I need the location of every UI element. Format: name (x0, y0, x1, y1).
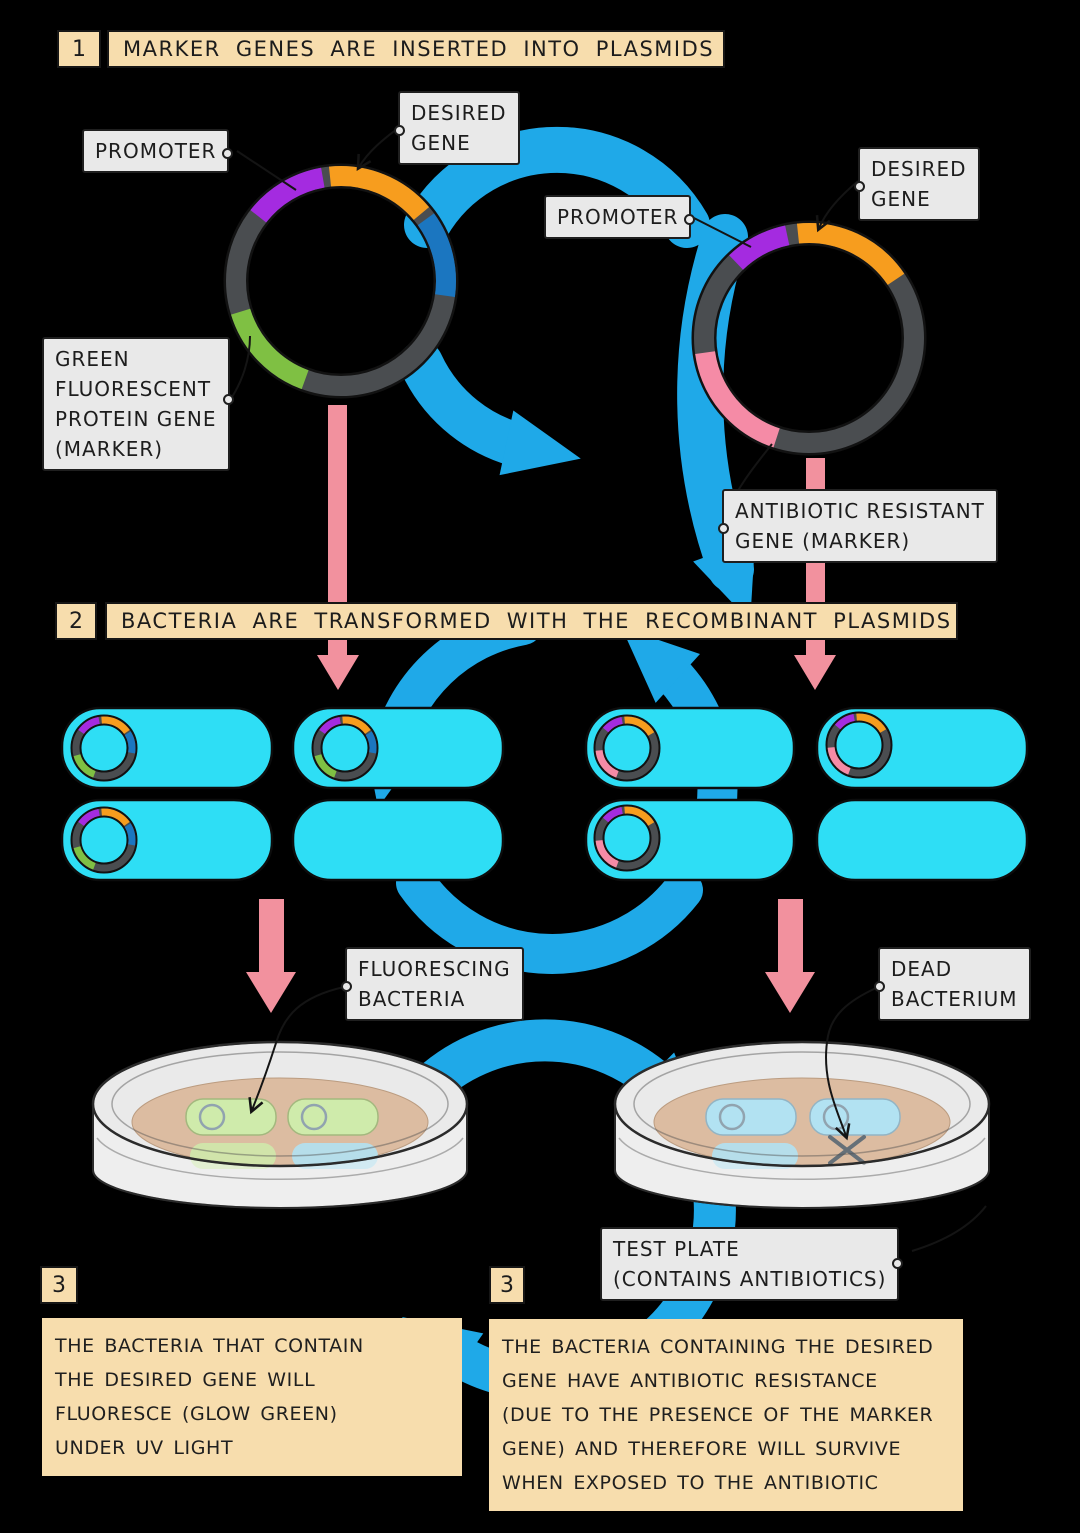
tag-promoter-right: PROMOTER (544, 195, 696, 239)
leader-fluorescing (248, 986, 345, 1115)
segment-gfp-marker (231, 308, 309, 390)
note-line: GENE HAVE ANTIBIOTIC RESISTANCE (502, 1370, 878, 1392)
note-line: THE DESIRED GENE WILL (55, 1369, 316, 1391)
tag-test-plate: TEST PLATE (CONTAINS ANTIBIOTICS) (600, 1227, 904, 1301)
cycle-arc-top-left (399, 341, 581, 476)
tag-hole-icon (394, 124, 405, 136)
pink-arrow-shaft (778, 899, 803, 974)
step2-title-banner: BACTERIA ARE TRANSFORMED WITH THE RECOMB… (105, 602, 958, 640)
pink-arrow-shaft (328, 405, 347, 657)
leader-promoter-right (687, 214, 752, 248)
leader-dead (824, 987, 877, 1141)
leader-desired-right (815, 180, 859, 233)
pink-arrow-head (246, 972, 296, 1013)
note-line: GENE) AND THEREFORE WILL SURVIVE (502, 1438, 902, 1460)
note-line: UNDER UV LIGHT (55, 1437, 234, 1459)
tag-hole-icon (341, 980, 352, 992)
step3-left-note: THE BACTERIA THAT CONTAIN THE DESIRED GE… (42, 1318, 462, 1476)
tag-label-line: GREEN (55, 347, 130, 371)
pink-arrow-head (794, 655, 836, 690)
cycle-arc-mid-bottom (396, 863, 703, 974)
segment-abr-marker (695, 350, 780, 448)
step1-number-badge: 1 (57, 30, 101, 68)
tag-label-line: DESIRED (411, 101, 507, 125)
bacterium (291, 798, 505, 882)
petri-dish-test (613, 1040, 991, 1210)
tag-label-line: FLUORESCENT (55, 377, 212, 401)
segment-promoter (250, 167, 325, 223)
tag-dead-bacterium: DEAD BACTERIUM (874, 947, 1031, 1021)
tag-fluorescing-bacteria: FLUORESCING BACTERIA (341, 947, 524, 1021)
tag-label-line: (MARKER) (55, 437, 164, 461)
pink-arrow-head (765, 972, 815, 1013)
step1-title-banner: MARKER GENES ARE INSERTED INTO PLASMIDS (107, 30, 725, 68)
plasmid-gfp (223, 163, 459, 399)
note-line: THE BACTERIA CONTAINING THE DESIRED (502, 1336, 934, 1358)
step2-number-badge: 2 (55, 602, 97, 640)
segment-desired-gene (796, 223, 905, 286)
tag-hole-icon (892, 1258, 904, 1270)
tag-label-line: TEST PLATE (613, 1237, 740, 1261)
tag-label-line: DEAD (891, 957, 953, 981)
tag-label: PROMOTER (557, 205, 679, 229)
tag-desired-gene-right: DESIRED GENE (854, 147, 980, 221)
tag-hole-icon (222, 147, 234, 159)
tag-label-line: GENE (411, 131, 471, 155)
step3-right-note: THE BACTERIA CONTAINING THE DESIRED GENE… (489, 1319, 963, 1511)
tag-gfp-marker: GREEN FLUORESCENT PROTEIN GENE (MARKER) (42, 337, 234, 471)
pink-arrow-head (317, 655, 359, 690)
bacterium (815, 798, 1029, 882)
cycle-arc-top (404, 126, 710, 248)
tag-hole-icon (222, 393, 234, 405)
bacterium (291, 706, 505, 790)
tag-label-line: BACTERIUM (891, 987, 1018, 1011)
leader-promoter-left (236, 150, 297, 191)
cycle-arc-dish-top (404, 1019, 705, 1130)
tag-abr-marker: ANTIBIOTIC RESISTANT GENE (MARKER) (718, 489, 998, 563)
tag-label-line: FLUORESCING (358, 957, 511, 981)
tag-hole-icon (874, 980, 885, 992)
note-line: THE BACTERIA THAT CONTAIN (55, 1335, 364, 1357)
plasmid-abr (691, 220, 927, 456)
segment-desired-gene (328, 166, 430, 221)
segment-gene-blue (417, 213, 456, 297)
step3-left-number-badge: 3 (40, 1266, 78, 1304)
tag-hole-icon (718, 522, 729, 534)
tag-hole-icon (854, 180, 865, 192)
tag-label-line: (CONTAINS ANTIBIOTICS) (613, 1267, 887, 1291)
tag-label-line: PROTEIN GENE (55, 407, 217, 431)
tag-desired-gene-left: DESIRED GENE (394, 91, 520, 165)
note-line: FLUORESCE (GLOW GREEN) (55, 1403, 338, 1425)
tag-label-line: DESIRED (871, 157, 967, 181)
tag-label-line: GENE (871, 187, 931, 211)
tag-label-line: BACTERIA (358, 987, 466, 1011)
note-line: (DUE TO THE PRESENCE OF THE MARKER (502, 1404, 934, 1426)
step3-right-number-badge: 3 (489, 1266, 525, 1304)
tag-promoter-left: PROMOTER (82, 129, 234, 173)
leader-test-plate (911, 1205, 987, 1252)
tag-label-line: ANTIBIOTIC RESISTANT (735, 499, 985, 523)
note-line: WHEN EXPOSED TO THE ANTIBIOTIC (502, 1472, 879, 1494)
pink-arrow-shaft (259, 899, 284, 974)
tag-label-line: GENE (MARKER) (735, 529, 911, 553)
segment-promoter (729, 225, 790, 270)
petri-dish-uv (91, 1040, 469, 1210)
tag-label: PROMOTER (95, 139, 217, 163)
tag-hole-icon (684, 213, 696, 225)
